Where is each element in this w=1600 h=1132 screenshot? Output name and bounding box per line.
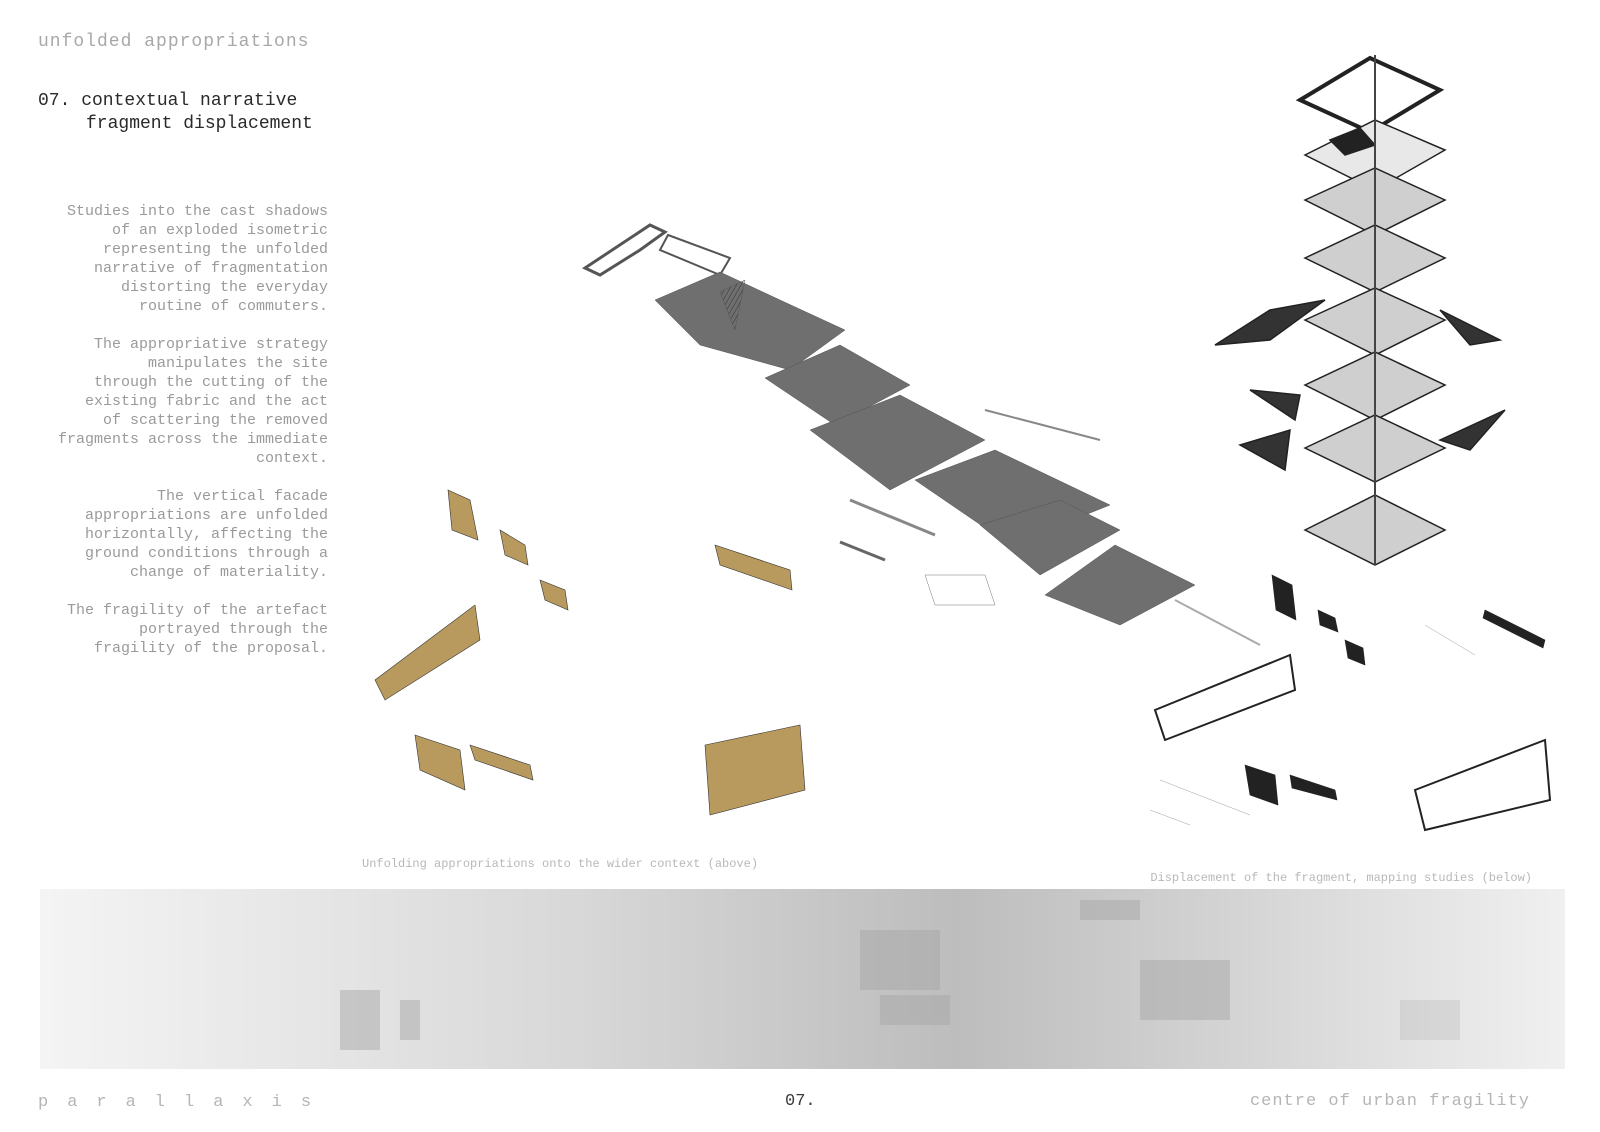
shadow-plan-drawing [581, 223, 1261, 646]
mapping-strip [40, 889, 1565, 1069]
page-number: 07. [785, 1092, 816, 1111]
paragraph-3: The vertical facade appropriations are u… [84, 488, 328, 581]
description-text: Studies into the cast shadows of an expl… [28, 202, 328, 677]
footer-project-name: parallaxis [38, 1093, 331, 1112]
footer-subtitle: centre of urban fragility [1249, 1092, 1530, 1111]
section-title-line2: fragment displacement [86, 114, 313, 134]
caption-above: Unfolding appropriations onto the wider … [362, 857, 759, 871]
paragraph-4: The fragility of the artefact portrayed … [66, 602, 328, 657]
exploded-isometric-tower [1214, 55, 1506, 566]
mapping-fragments-black [1149, 574, 1552, 832]
section-title-line1: 07. contextual narrative [38, 91, 298, 111]
project-title: unfolded appropriations [38, 32, 310, 52]
caption-below: Displacement of the fragment, mapping st… [1150, 871, 1532, 885]
mapping-strip-texture [340, 900, 1460, 1050]
paragraph-2: The appropriative strategy manipulates t… [57, 336, 328, 467]
paragraph-1: Studies into the cast shadows of an expl… [66, 203, 328, 315]
section-title: 07. contextual narrative fragment displa… [38, 90, 328, 136]
facade-fragments-gold [374, 489, 806, 816]
